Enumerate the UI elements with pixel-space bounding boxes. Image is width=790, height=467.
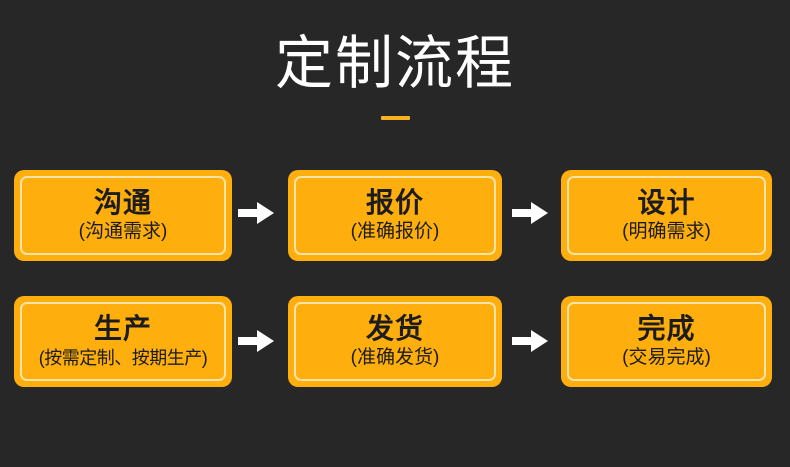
flow-step-communication[interactable]: 沟通 (沟通需求) bbox=[14, 170, 232, 261]
step-title: 发货 bbox=[365, 313, 424, 344]
arrow-right-icon bbox=[238, 330, 274, 352]
step-title: 报价 bbox=[365, 187, 424, 218]
step-title: 沟通 bbox=[93, 187, 152, 218]
arrow-right-icon bbox=[512, 330, 548, 352]
step-subtitle: (准确报价) bbox=[350, 221, 440, 242]
step-subtitle: (交易完成) bbox=[622, 347, 711, 368]
step-subtitle: (明确需求) bbox=[622, 221, 711, 242]
step-title: 完成 bbox=[637, 313, 696, 344]
step-title: 设计 bbox=[637, 187, 696, 218]
step-inner-frame: 沟通 (沟通需求) bbox=[20, 176, 226, 255]
flow-step-quotation[interactable]: 报价 (准确报价) bbox=[288, 170, 502, 261]
flow-row-2: 生产 (按需定制、按期生产) 发货 (准确发货) 完成 (交易完成) bbox=[14, 296, 772, 387]
step-inner-frame: 完成 (交易完成) bbox=[567, 302, 766, 381]
page-header: 定制流程 bbox=[0, 0, 790, 140]
step-inner-frame: 设计 (明确需求) bbox=[567, 176, 766, 255]
step-inner-frame: 生产 (按需定制、按期生产) bbox=[20, 302, 226, 381]
flow-row-1: 沟通 (沟通需求) 报价 (准确报价) 设计 (明确需求) bbox=[14, 170, 772, 261]
flow-step-design[interactable]: 设计 (明确需求) bbox=[561, 170, 772, 261]
step-subtitle: (沟通需求) bbox=[78, 221, 168, 242]
flow-step-production[interactable]: 生产 (按需定制、按期生产) bbox=[14, 296, 232, 387]
step-inner-frame: 发货 (准确发货) bbox=[294, 302, 496, 381]
step-title: 生产 bbox=[93, 313, 152, 344]
title-accent-underline bbox=[381, 116, 410, 120]
step-subtitle: (准确发货) bbox=[350, 347, 440, 368]
page-title: 定制流程 bbox=[274, 31, 515, 96]
step-inner-frame: 报价 (准确报价) bbox=[294, 176, 496, 255]
arrow-right-icon bbox=[238, 202, 274, 224]
arrow-right-icon bbox=[512, 202, 548, 224]
flow-step-completion[interactable]: 完成 (交易完成) bbox=[561, 296, 772, 387]
step-subtitle: (按需定制、按期生产) bbox=[38, 348, 208, 368]
flow-step-shipping[interactable]: 发货 (准确发货) bbox=[288, 296, 502, 387]
